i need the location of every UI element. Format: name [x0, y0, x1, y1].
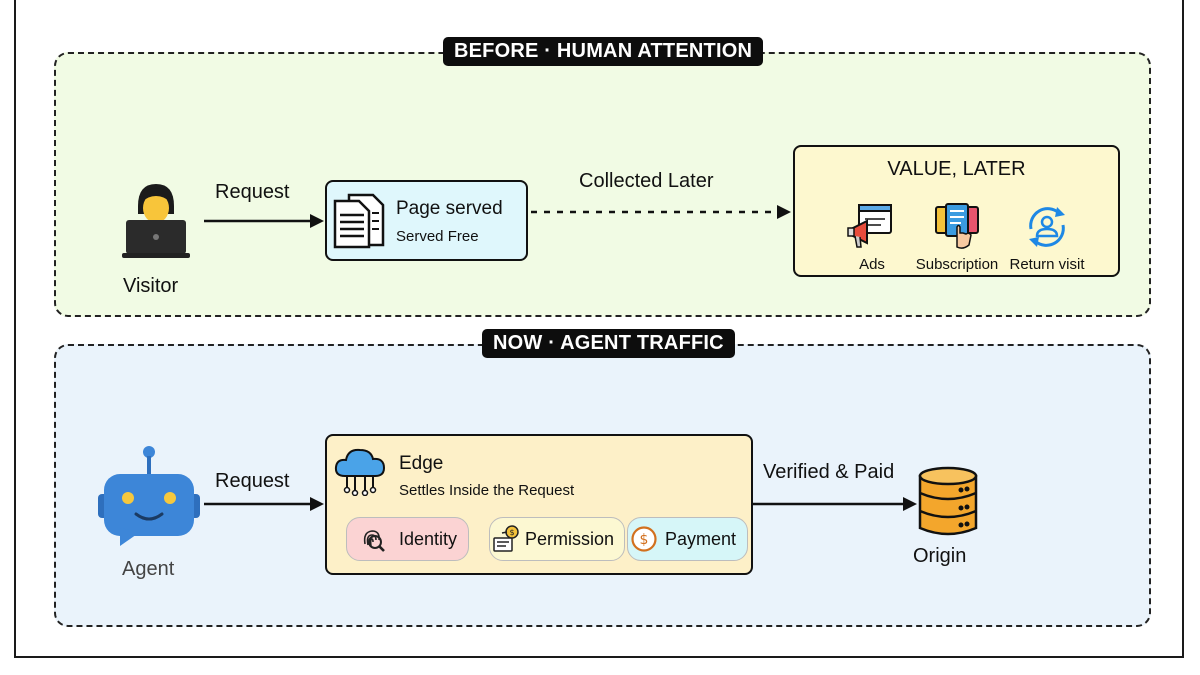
- dollar-icon: $: [631, 526, 657, 552]
- origin-label: Origin: [913, 545, 967, 567]
- value-item-subscription-label: Subscription: [915, 256, 999, 273]
- now-request-arrow: [204, 497, 324, 511]
- identity-pill: Identity: [346, 517, 469, 561]
- before-request-label: Request: [215, 181, 290, 203]
- return-visit-icon: [1029, 207, 1065, 247]
- agent-label: Agent: [122, 558, 175, 580]
- outer-frame: [14, 0, 1184, 658]
- svg-text:$: $: [640, 532, 649, 548]
- permission-icon: $: [493, 525, 519, 552]
- page-served-box: Page served Served Free: [325, 180, 528, 261]
- collected-later-label: Collected Later: [579, 170, 714, 192]
- visitor-icon: [122, 184, 190, 258]
- now-request-label: Request: [215, 470, 290, 492]
- page-served-title: Page served: [396, 198, 503, 219]
- cloud-network-icon: [334, 448, 386, 496]
- agent-robot-icon: [98, 446, 200, 546]
- permission-pill-label: Permission: [525, 528, 615, 549]
- fingerprint-icon: [363, 530, 385, 552]
- payment-pill-label: Payment: [665, 528, 737, 549]
- page-served-subtitle: Served Free: [396, 228, 479, 245]
- megaphone-icon: [847, 204, 892, 248]
- before-section-tag: BEFORE · HUMAN ATTENTION: [443, 37, 764, 66]
- value-later-title: VALUE, LATER: [887, 158, 1026, 180]
- value-later-box: VALUE, LATER Ads Subscription Return vis…: [793, 145, 1120, 277]
- subscription-icon: [935, 203, 979, 249]
- edge-title: Edge: [399, 453, 444, 474]
- payment-pill: $ Payment: [627, 517, 748, 561]
- identity-pill-label: Identity: [399, 528, 458, 549]
- verified-paid-arrow: [753, 497, 917, 511]
- now-section-tag: NOW · AGENT TRAFFIC: [482, 329, 735, 358]
- edge-subtitle: Settles Inside the Request: [399, 482, 575, 499]
- before-request-arrow: [204, 214, 324, 228]
- svg-text:$: $: [509, 528, 514, 537]
- visitor-label: Visitor: [123, 275, 179, 297]
- document-icon: [333, 193, 385, 249]
- value-item-ads-label: Ads: [859, 256, 885, 273]
- value-item-return-visit-label: Return visit: [1009, 256, 1085, 273]
- permission-pill: $ Permission: [489, 517, 625, 561]
- verified-paid-label: Verified & Paid: [763, 461, 895, 483]
- collected-later-arrow: [531, 205, 791, 219]
- origin-database-icon: [918, 466, 978, 536]
